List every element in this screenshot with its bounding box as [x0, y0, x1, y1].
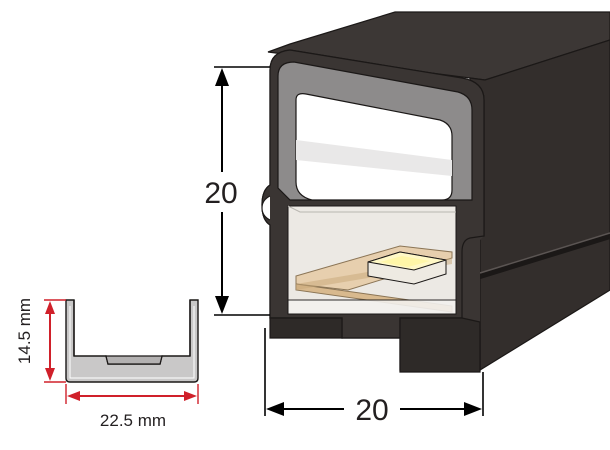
height-arrow-bottom	[215, 296, 229, 314]
housing-foot-right	[399, 317, 481, 373]
channel-width-label: 22.5 mm	[100, 411, 166, 430]
channel-outline	[65, 299, 199, 383]
housing-right-face	[469, 39, 610, 372]
housing-side-notch	[261, 195, 271, 221]
height-arrow-top	[215, 68, 229, 86]
channel-height-label: 14.5 mm	[15, 298, 34, 364]
width-arrow-right	[464, 402, 482, 416]
channel-height-dimension: 14.5 mm	[15, 298, 66, 383]
height-label: 20	[204, 177, 237, 210]
channel-inner-wall	[73, 300, 191, 356]
width-arrow-left	[266, 402, 284, 416]
led-cavity	[287, 205, 457, 315]
cap-window-shading	[296, 140, 452, 176]
housing-side-groove	[477, 233, 610, 279]
channel-width-dimension: 22.5 mm	[65, 384, 199, 430]
cap-window	[295, 93, 453, 201]
height-dimension: 20	[196, 66, 270, 316]
width-dimension: 20	[264, 328, 484, 428]
housing-foot-left	[269, 317, 343, 339]
width-label: 20	[355, 394, 388, 427]
cavity-bottom	[287, 299, 457, 315]
diffuser-cap	[277, 61, 473, 201]
channel-profile	[65, 299, 199, 383]
